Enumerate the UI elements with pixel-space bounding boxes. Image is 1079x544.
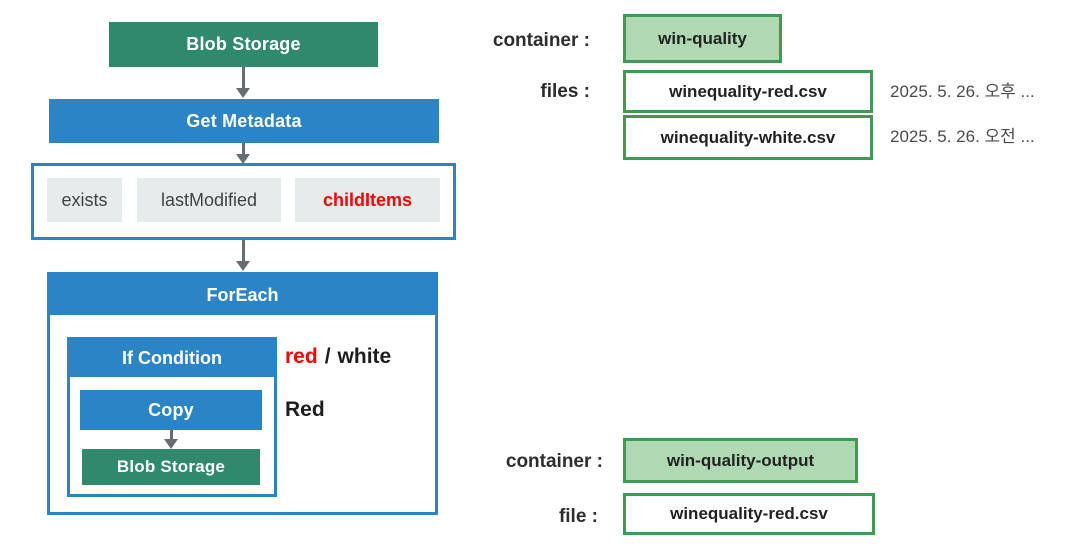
copy-note: Red — [285, 398, 325, 421]
metadata-field-lastmodified: lastModified — [137, 178, 281, 222]
copy-activity-box: Copy — [80, 390, 262, 430]
input-files-label: files : — [540, 81, 590, 102]
file-modified-date: 2025. 5. 26. 오전 ... — [890, 127, 1035, 146]
down-arrow-icon — [236, 143, 250, 164]
metadata-field-exists: exists — [47, 178, 122, 222]
input-file-row: winequality-white.csv — [623, 115, 873, 160]
foreach-container: ForEach If Condition Copy Blob Storage r… — [47, 272, 438, 515]
branch-red-text: red — [285, 345, 318, 368]
metadata-field-list: exists lastModified childItems — [31, 163, 456, 240]
branch-white-text: white — [337, 345, 392, 368]
blob-storage-sink-box: Blob Storage — [82, 449, 260, 485]
input-file-row: winequality-red.csv — [623, 70, 873, 113]
input-container-label: container : — [492, 30, 590, 51]
branch-values-note: red / white — [285, 337, 391, 377]
metadata-field-childitems: childItems — [295, 178, 440, 222]
down-arrow-icon — [164, 430, 178, 449]
if-condition-header: If Condition — [70, 340, 274, 377]
input-container-name-box: win-quality — [623, 14, 782, 63]
foreach-header: ForEach — [50, 275, 435, 315]
down-arrow-icon — [236, 240, 250, 271]
blob-storage-source-box: Blob Storage — [109, 22, 378, 67]
output-container-name-box: win-quality-output — [623, 438, 858, 483]
if-condition-container: If Condition Copy Blob Storage — [67, 337, 277, 497]
down-arrow-icon — [236, 67, 250, 98]
file-modified-date: 2025. 5. 26. 오후 ... — [890, 82, 1035, 101]
output-file-label: file : — [558, 506, 598, 527]
output-container-label: container : — [505, 451, 603, 472]
output-file-name-box: winequality-red.csv — [623, 493, 875, 535]
get-metadata-box: Get Metadata — [49, 99, 439, 143]
branch-separator: / — [324, 345, 331, 368]
